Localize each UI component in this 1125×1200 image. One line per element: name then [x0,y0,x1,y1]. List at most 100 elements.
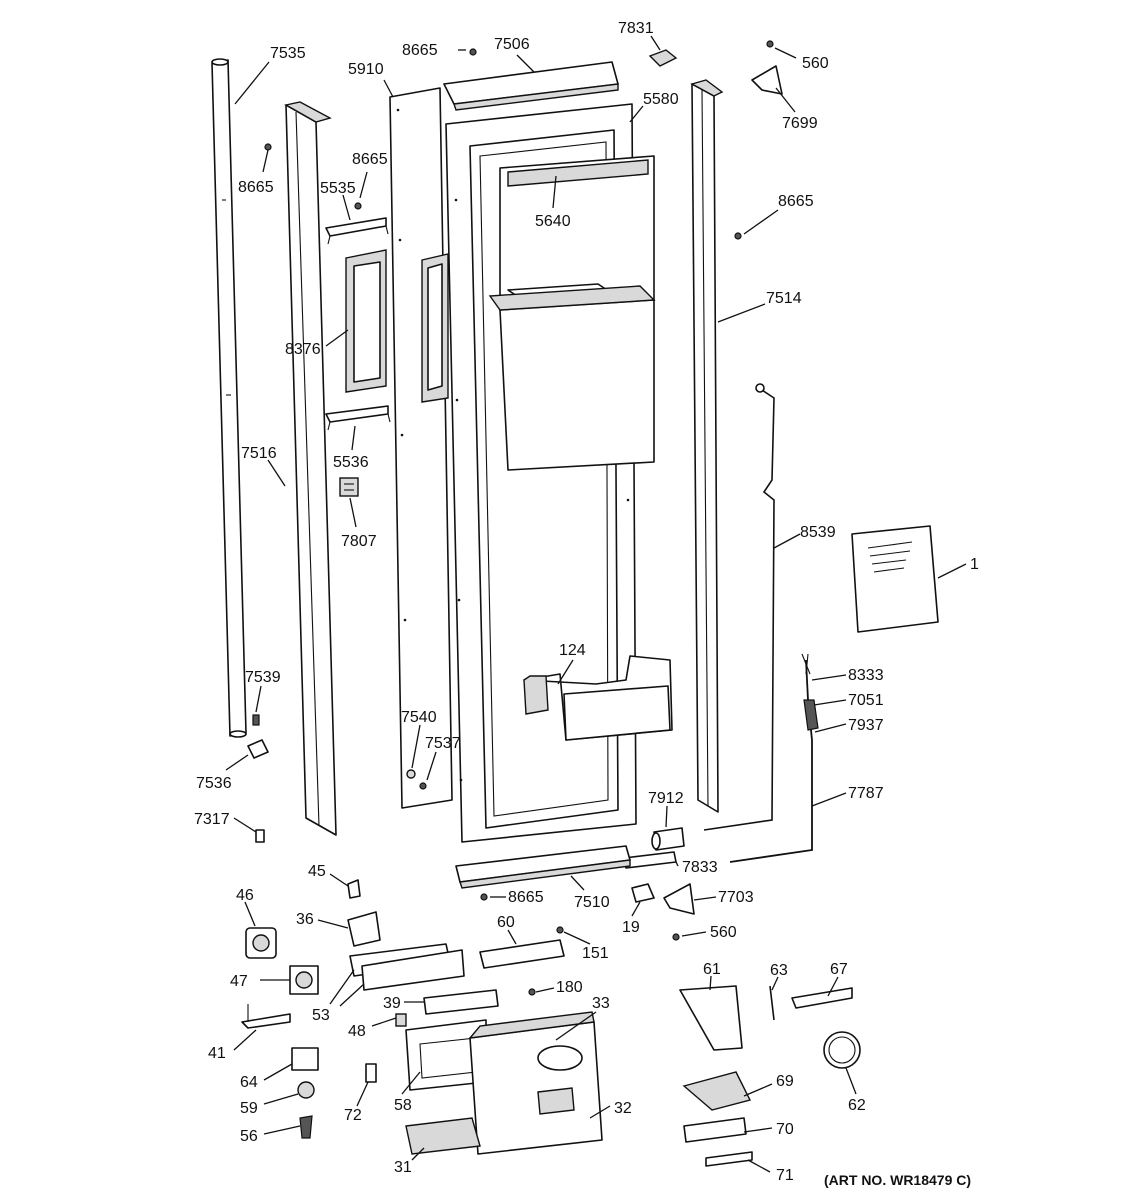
part-cable-7787 [729,653,819,863]
leader-7506 [516,54,535,73]
leader-8376 [325,329,349,347]
part-bracket-7703 [663,883,695,915]
leader-71 [747,1159,771,1173]
callout-124: 124 [559,642,586,659]
part-housing-32 [468,1011,603,1155]
leader-151 [563,931,591,945]
leader-5910 [383,79,394,98]
leader-7703 [693,896,717,901]
part-housing-box [488,285,656,471]
callout-62: 62 [848,1097,866,1114]
part-booklet-1 [851,525,939,633]
callout-151: 151 [582,945,609,962]
part-washer-7540 [406,769,416,779]
callout-64: 64 [240,1074,258,1091]
callout-8665-c: 8665 [352,151,388,168]
part-lever-63 [769,985,775,1021]
part-trim-strip-7514 [690,79,724,813]
callout-8665-d: 8665 [778,193,814,210]
part-clip-45 [347,879,361,899]
callout-32: 32 [614,1100,632,1117]
leader-32 [589,1105,611,1119]
leader-7912 [665,805,668,828]
part-screw-7537 [419,782,427,790]
part-bracket-5535 [325,217,389,245]
leader-59 [263,1093,299,1105]
callout-5536: 5536 [333,454,369,471]
part-plug-56 [299,1115,313,1139]
part-screw-8665-b [264,143,272,151]
callout-7540: 7540 [401,709,437,726]
leader-5535 [342,194,351,221]
leader-7514 [717,303,766,323]
callout-7516: 7516 [241,445,277,462]
part-panel-53 [349,943,465,991]
leader-46 [244,901,256,927]
callout-46: 46 [236,887,254,904]
leader-41 [233,1029,257,1051]
part-bracket-67 [791,987,853,1009]
callout-7539: 7539 [245,669,281,686]
leader-70 [743,1127,773,1133]
callout-5580: 5580 [643,91,679,108]
leader-36 [317,919,349,929]
part-funnel-69 [682,1071,752,1111]
leader-31 [411,1147,425,1161]
leader-64 [263,1063,293,1081]
callout-7912: 7912 [648,790,684,807]
callout-36: 36 [296,911,314,928]
leader-5640 [552,175,557,209]
part-spring-7539 [252,714,260,726]
leader-67 [827,976,839,997]
part-screw-8665-d [734,232,742,240]
part-screw-560-a [766,40,774,48]
leader-7537 [426,751,437,781]
part-screw-560-b [672,933,680,941]
part-bracket-70 [683,1117,747,1143]
leader-7317 [233,817,257,833]
part-bracket-7833 [623,851,677,869]
callout-70: 70 [776,1121,794,1138]
callout-7510: 7510 [574,894,610,911]
leader-7535 [234,61,270,105]
leader-48 [371,1017,397,1027]
part-bracket-41 [241,1004,291,1029]
callout-5640: 5640 [535,213,571,230]
callout-58: 58 [394,1097,412,1114]
callout-8665-a: 8665 [402,42,438,59]
part-knob-46 [245,927,277,959]
part-tray-31 [405,1117,481,1155]
leader-560b [681,931,707,937]
callout-1: 1 [970,556,979,573]
part-block-7831 [648,49,678,67]
leader-63 [771,976,779,991]
leader-53b [339,983,365,1007]
part-box-8376 [345,249,387,393]
part-shelf-124 [523,655,673,741]
callout-7703: 7703 [718,889,754,906]
callout-63: 63 [770,962,788,979]
callout-5910: 5910 [348,61,384,78]
callout-180: 180 [556,979,583,996]
callout-61: 61 [703,961,721,978]
callout-67: 67 [830,961,848,978]
callout-7051: 7051 [848,692,884,709]
leader-8665b [262,149,269,173]
leader-69 [743,1083,773,1097]
leader-5536 [351,425,356,451]
leader-7540 [411,724,421,769]
callout-7536: 7536 [196,775,232,792]
callout-31: 31 [394,1159,412,1176]
leader-33 [555,1011,597,1041]
callout-41: 41 [208,1045,226,1062]
callout-59: 59 [240,1100,258,1117]
callout-7537: 7537 [425,735,461,752]
leader-7510 [570,875,585,891]
part-screw-180 [528,988,536,996]
callout-71: 71 [776,1167,794,1184]
callout-47: 47 [230,973,248,990]
callout-8376: 8376 [285,341,321,358]
callout-7787: 7787 [848,785,884,802]
callout-7807: 7807 [341,533,377,550]
part-trim-strip-7516 [284,101,337,836]
